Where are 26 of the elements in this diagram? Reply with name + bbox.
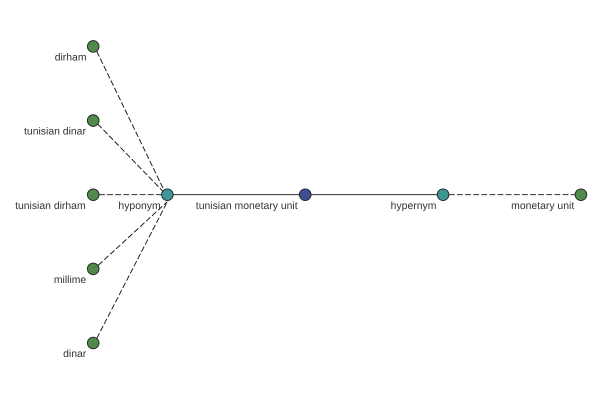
connector: [97, 123, 164, 191]
node-label: dinar: [63, 348, 86, 360]
node-circle: [298, 188, 312, 200]
node-circle: [86, 336, 100, 349]
node-label: hyponym: [118, 200, 161, 212]
node-label: monetary unit: [511, 200, 574, 212]
connector: [96, 200, 168, 338]
node-label: hypernym: [390, 200, 436, 212]
connector: [172, 194, 300, 195]
node-circle: [574, 188, 588, 200]
connector: [96, 50, 164, 190]
connector: [448, 194, 576, 195]
node-label: millime: [54, 274, 86, 286]
node-circle: [86, 188, 100, 200]
node-circle: [86, 40, 100, 52]
node-circle: [86, 262, 100, 275]
node-circle: [161, 188, 174, 200]
connector: [310, 194, 438, 195]
node-label: dirham: [54, 52, 87, 64]
node-label: tunisian dirham: [15, 200, 86, 212]
node-circle: [86, 114, 100, 126]
node-label: tunisian dinar: [24, 126, 86, 138]
node-label: tunisian monetary unit: [196, 200, 298, 212]
connector: [98, 194, 162, 195]
node-circle: [436, 188, 450, 200]
connector: [98, 200, 168, 266]
